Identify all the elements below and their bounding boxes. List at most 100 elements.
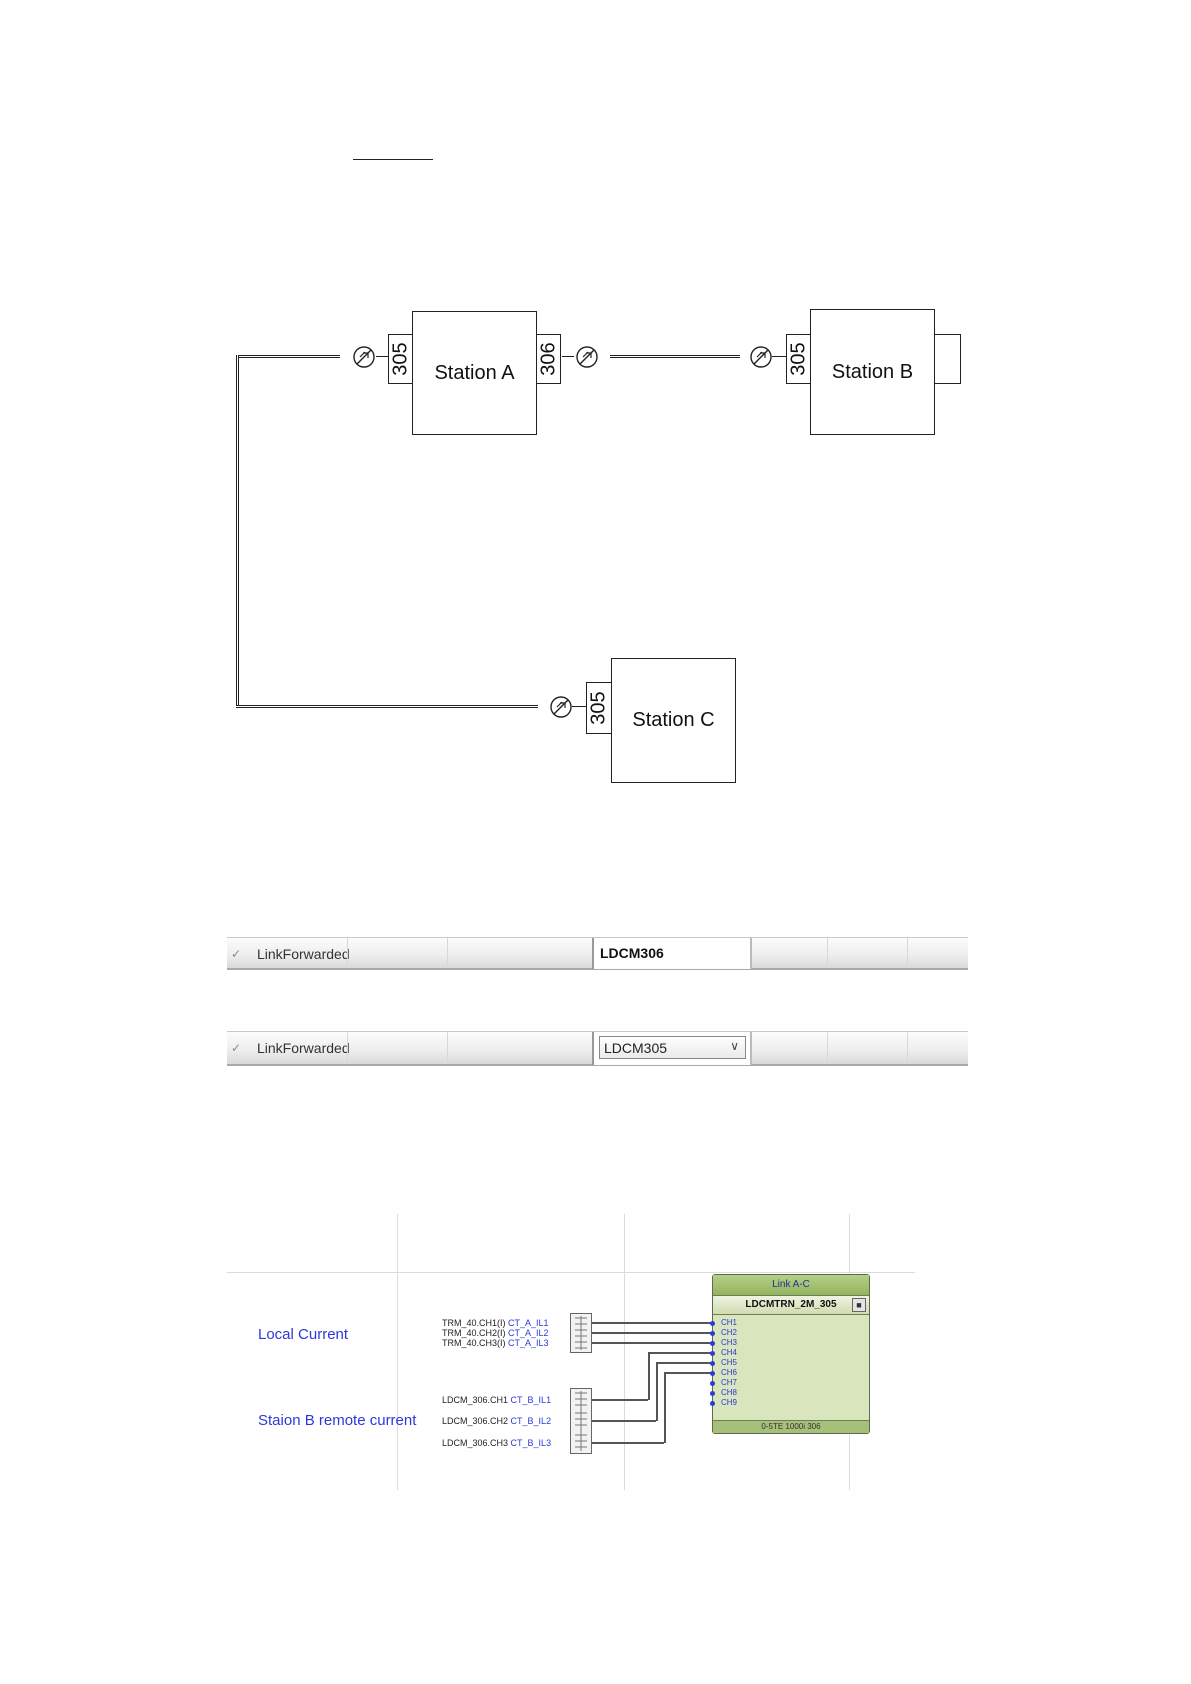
station-c: Station C (611, 658, 736, 783)
signal-name: CT_B_IL2 (510, 1416, 552, 1426)
port-a-305-label: 305 (389, 342, 411, 376)
optical-transceiver-icon (550, 696, 572, 718)
port-c-305-label: 305 (587, 691, 610, 725)
wire (664, 1372, 712, 1374)
chevron-down-icon: ∨ (730, 1039, 739, 1053)
wire (656, 1362, 712, 1364)
grid-line (227, 1272, 915, 1273)
setting-value-cell[interactable]: LDCM306 (592, 938, 752, 969)
checkmark-icon: ✓ (231, 1041, 242, 1055)
link-a-b (610, 355, 740, 358)
wire (656, 1362, 658, 1421)
input-pin (710, 1331, 715, 1336)
grid-line (397, 1214, 398, 1490)
port-b-305: 305 (786, 334, 811, 384)
column-separator (347, 1032, 348, 1064)
channel-label: CH2 (721, 1328, 738, 1337)
signal-name: CT_B_IL1 (510, 1395, 552, 1405)
function-block-footer: 0-5TE 1000i 306 (713, 1420, 869, 1433)
input-pin (710, 1401, 715, 1406)
channel-label: CH7 (721, 1378, 738, 1387)
wire (592, 1332, 712, 1334)
signal-local-3[interactable]: TRM_40.CH3(I) CT_A_IL3 (442, 1338, 549, 1348)
setting-value-cell: LDCM305 ∨ (592, 1032, 752, 1065)
column-separator (907, 1032, 908, 1064)
setting-row-link-forwarded-1: ✓ LinkForwarded LDCM306 (227, 937, 968, 970)
optical-transceiver-icon (576, 346, 598, 368)
station-b-label: Station B (831, 360, 914, 383)
wire (592, 1322, 712, 1324)
port-a-306-label: 306 (537, 342, 559, 376)
function-block-name: LDCMTRN_2M_305 (713, 1296, 869, 1315)
port-a-305: 305 (388, 334, 413, 384)
dropdown-selected-value: LDCM305 (604, 1040, 668, 1056)
header-rule (353, 159, 433, 160)
setting-value: LDCM306 (600, 945, 664, 961)
input-pin (710, 1381, 715, 1386)
stub-b-left (772, 356, 786, 357)
lock-icon: ■ (852, 1298, 866, 1312)
remote-current-label: Staion B remote current (258, 1412, 417, 1429)
column-separator (907, 938, 908, 968)
channel-label: CH6 (721, 1368, 738, 1377)
channel-label: CH8 (721, 1388, 738, 1397)
signal-source: TRM_40.CH2(I) (442, 1328, 506, 1338)
port-a-306: 306 (536, 334, 561, 384)
local-current-label: Local Current (258, 1326, 349, 1343)
link-a-left-horizontal (236, 355, 340, 358)
signal-remote-1[interactable]: LDCM_306.CH1 CT_B_IL1 (442, 1395, 551, 1405)
channel-label: CH4 (721, 1348, 738, 1357)
ct-input-icon (570, 1313, 592, 1353)
channel-label: CH3 (721, 1338, 738, 1347)
input-pin (710, 1361, 715, 1366)
signal-remote-2[interactable]: LDCM_306.CH2 CT_B_IL2 (442, 1416, 551, 1426)
signal-local-1[interactable]: TRM_40.CH1(I) CT_A_IL1 (442, 1318, 549, 1328)
input-pin (710, 1321, 715, 1326)
function-block-title: Link A-C (713, 1275, 869, 1296)
station-a: Station A (412, 311, 537, 435)
signal-source: LDCM_306.CH1 (442, 1395, 509, 1405)
port-b-right-stub (934, 334, 961, 384)
signal-source: TRM_40.CH1(I) (442, 1318, 506, 1328)
signal-remote-3[interactable]: LDCM_306.CH3 CT_B_IL3 (442, 1438, 551, 1448)
stub-a-right (562, 356, 574, 357)
link-c-horizontal (236, 705, 538, 708)
port-c-305: 305 (586, 682, 612, 734)
ct-input-icon (570, 1388, 592, 1454)
channel-label: CH9 (721, 1398, 738, 1407)
wire (592, 1442, 664, 1444)
function-block-ldcmtrn[interactable]: Link A-C LDCMTRN_2M_305 ■ CH1 CH2 CH3 CH… (710, 1274, 870, 1434)
channel-label: CH5 (721, 1358, 738, 1367)
column-separator (827, 938, 828, 968)
column-separator (347, 938, 348, 968)
wire (592, 1342, 712, 1344)
wire (592, 1399, 648, 1401)
signal-source: LDCM_306.CH3 (442, 1438, 509, 1448)
station-b: Station B (810, 309, 935, 435)
signal-source: LDCM_306.CH2 (442, 1416, 509, 1426)
signal-name: CT_A_IL1 (508, 1318, 549, 1328)
stub-c-left (572, 706, 586, 707)
stub-a-left (376, 356, 388, 357)
setting-row-link-forwarded-2: ✓ LinkForwarded LDCM305 ∨ (227, 1031, 968, 1066)
signal-name: CT_B_IL3 (510, 1438, 552, 1448)
signal-source: TRM_40.CH3(I) (442, 1338, 506, 1348)
optical-transceiver-icon (750, 346, 772, 368)
column-separator (447, 1032, 448, 1064)
setting-name: LinkForwarded (257, 946, 350, 962)
signal-local-2[interactable]: TRM_40.CH2(I) CT_A_IL2 (442, 1328, 549, 1338)
station-a-label: Station A (434, 361, 515, 384)
link-a-c-vertical (236, 355, 239, 708)
input-pin (710, 1341, 715, 1346)
grid-line (624, 1214, 625, 1490)
input-pin (710, 1391, 715, 1396)
checkmark-icon: ✓ (231, 947, 242, 961)
input-pin (710, 1351, 715, 1356)
link-forwarded-dropdown[interactable]: LDCM305 ∨ (599, 1036, 746, 1059)
signal-name: CT_A_IL2 (508, 1328, 549, 1338)
wire (648, 1352, 650, 1400)
channel-label: CH1 (721, 1318, 738, 1327)
wire (648, 1352, 712, 1354)
port-b-305-label: 305 (787, 342, 809, 376)
optical-transceiver-icon (353, 346, 375, 368)
